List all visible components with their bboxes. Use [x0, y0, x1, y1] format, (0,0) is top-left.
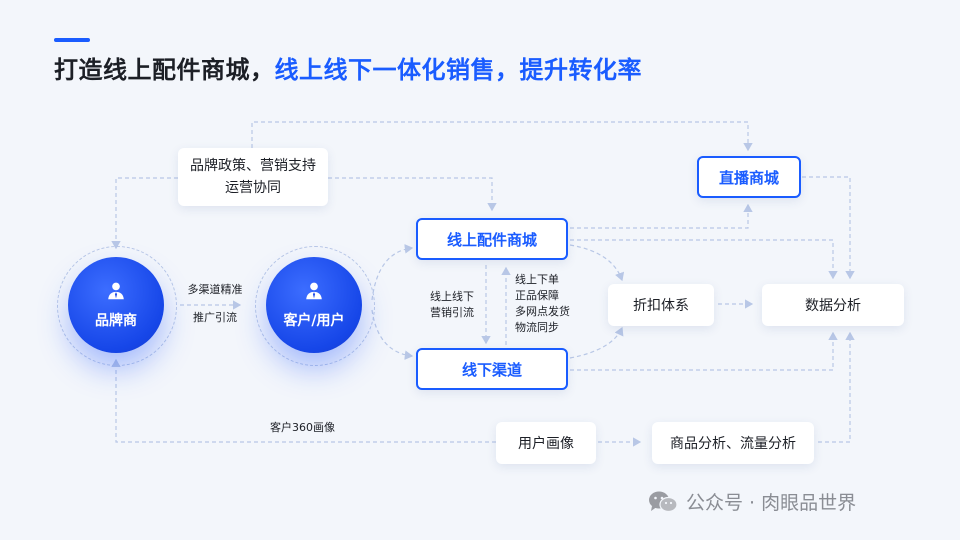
page-title: 打造线上配件商城，线上线下一体化销售，提升转化率 — [54, 50, 642, 85]
title-part-1: 打造线上配件商城， — [54, 56, 275, 84]
discount-system-label: 折扣体系 — [633, 298, 689, 314]
arc-customer-to-mall — [371, 244, 414, 301]
line-live-to-data — [802, 176, 855, 280]
arc-customer-to-offline — [371, 309, 414, 360]
offline-services-line-4: 物流同步 — [515, 321, 559, 334]
person-icon — [306, 282, 322, 300]
data-analysis-box: 数据分析 — [762, 284, 904, 326]
live-mall-label: 直播商城 — [718, 168, 779, 187]
title-accent-bar — [54, 38, 90, 42]
line-policy-to-mall — [328, 177, 497, 212]
title-part-2: 线上线下一体化销售，提升转化率 — [274, 56, 642, 84]
watermark: 公众号 · 肉眼品世界 — [648, 488, 856, 515]
offline-channel-box: 线下渠道 — [416, 348, 568, 390]
offline-services-label: 线上下单 正品保障 多网点发货 物流同步 — [515, 272, 570, 336]
line-mall-to-live — [570, 203, 753, 229]
line-mall-to-data — [570, 239, 838, 280]
line-top-loop — [251, 121, 753, 152]
multi-channel-line-2: 推广引流 — [193, 311, 237, 324]
brand-circle-ring — [57, 246, 177, 366]
live-mall-box: 直播商城 — [697, 156, 801, 198]
wechat-icon — [649, 491, 678, 512]
customer-circle-ring — [255, 246, 375, 366]
discount-system-box: 折扣体系 — [608, 284, 714, 326]
customer-circle: 客户/用户 — [266, 257, 362, 353]
multi-channel-label: 多渠道精准 推广引流 — [184, 282, 246, 326]
brand-policy-box: 品牌政策、营销支持 运营协同 — [178, 148, 328, 206]
line-profile-to-brand — [111, 358, 496, 443]
offline-services-line-1: 线上下单 — [515, 273, 559, 286]
product-traffic-analysis-box: 商品分析、流量分析 — [652, 422, 814, 464]
customer-label: 客户/用户 — [283, 313, 345, 329]
line-offline-to-data — [570, 331, 838, 371]
online-offline-line-1: 线上线下 — [430, 290, 474, 303]
user-profile-label: 用户画像 — [518, 436, 574, 452]
arc-offline-to-discount — [569, 326, 624, 359]
arc-mall-to-discount — [569, 244, 625, 282]
watermark-text: 公众号 · 肉眼品世界 — [686, 492, 857, 514]
online-mall-label: 线上配件商城 — [446, 230, 537, 249]
brand-policy-line-1: 品牌政策、营销支持 — [190, 158, 316, 174]
brand-label: 品牌商 — [95, 313, 137, 329]
user-profile-box: 用户画像 — [496, 422, 596, 464]
brand-policy-line-2: 运营协同 — [225, 180, 281, 196]
online-offline-line-2: 营销引流 — [430, 306, 474, 319]
online-offline-marketing-label: 线上线下 营销引流 — [424, 289, 480, 321]
line-policy-to-brand — [111, 177, 178, 250]
offline-services-line-2: 正品保障 — [515, 289, 559, 302]
offline-channel-label: 线下渠道 — [461, 360, 522, 379]
line-analysis-to-data — [818, 331, 855, 443]
online-mall-box: 线上配件商城 — [416, 218, 568, 260]
person-icon — [108, 282, 124, 300]
multi-channel-line-1: 多渠道精准 — [187, 283, 243, 296]
data-analysis-label: 数据分析 — [805, 298, 861, 314]
offline-services-line-3: 多网点发货 — [515, 305, 570, 318]
customer-360-label: 客户360画像 — [270, 421, 335, 434]
brand-circle: 品牌商 — [68, 257, 164, 353]
product-traffic-analysis-label: 商品分析、流量分析 — [670, 436, 796, 452]
